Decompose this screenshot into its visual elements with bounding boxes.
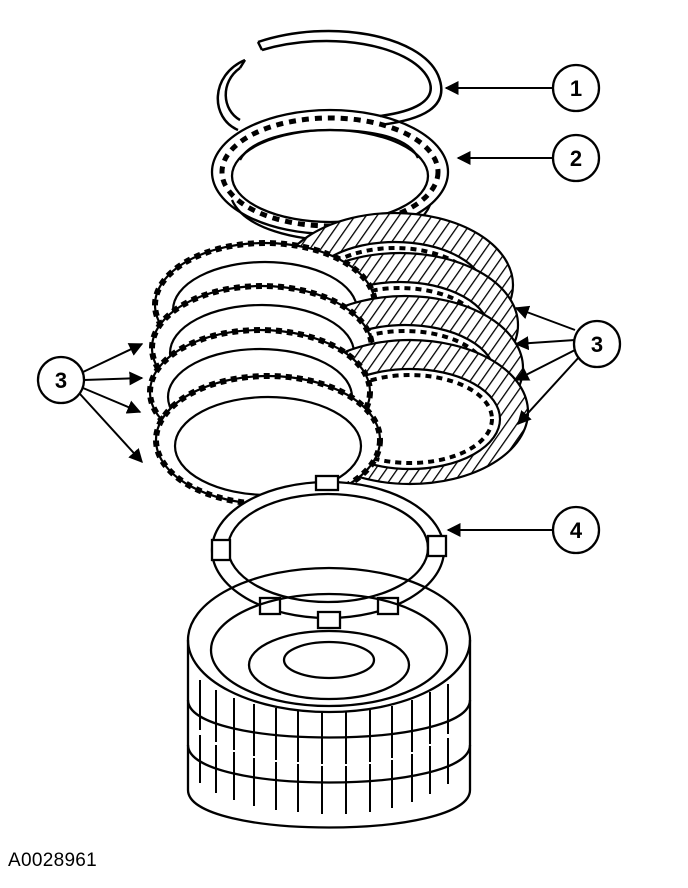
clutch-drum <box>186 566 472 829</box>
callout-2: 2 <box>456 133 601 183</box>
figure-id: A0028961 <box>8 850 98 871</box>
callout-1-label: 1 <box>570 76 582 101</box>
callout-1: 1 <box>444 63 601 113</box>
snap-ring <box>216 29 443 132</box>
steel-plate-4 <box>153 373 383 507</box>
callout-3-right-label: 3 <box>591 332 603 357</box>
callout-4-label: 4 <box>570 518 583 543</box>
callout-2-label: 2 <box>570 146 582 171</box>
callout-4: 4 <box>446 505 601 555</box>
callout-3-right: 3 <box>514 305 622 426</box>
wave-spring <box>210 474 448 630</box>
clutch-plate-stack <box>147 211 530 507</box>
callout-3-left-label: 3 <box>55 368 67 393</box>
callout-3-left: 3 <box>36 343 144 464</box>
